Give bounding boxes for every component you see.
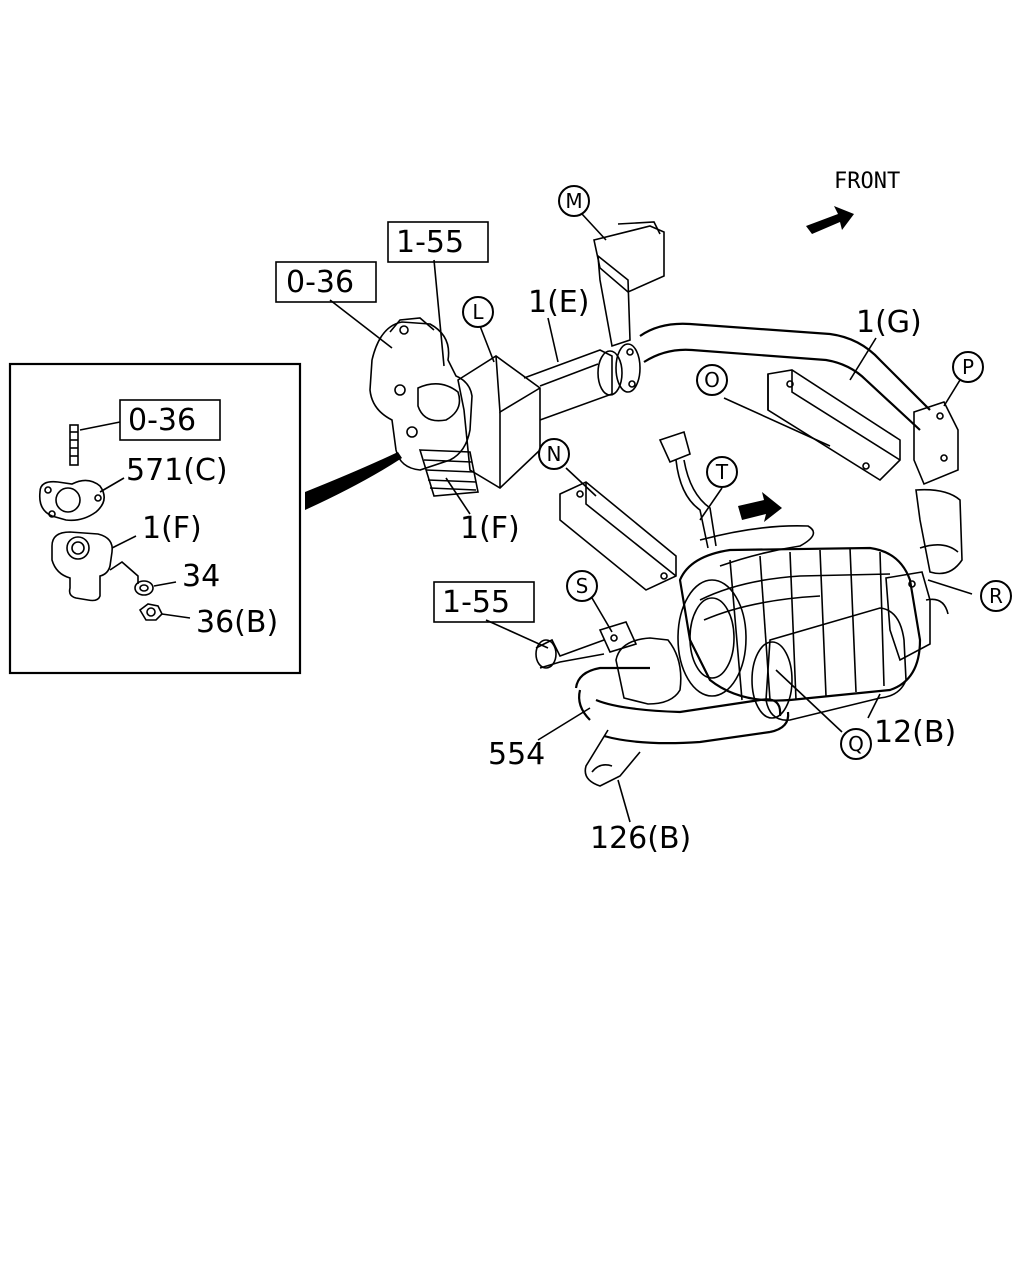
callout-m[interactable]: M	[558, 185, 590, 217]
callout-letter: S	[576, 574, 589, 598]
front-label: FRONT	[834, 169, 900, 194]
front-direction-indicator: FRONT	[806, 169, 900, 234]
ref-label: 1-55	[442, 585, 510, 620]
part-label-126b: 126(B)	[590, 821, 691, 856]
washer-part	[134, 580, 177, 596]
ref-box-1-55-bottom[interactable]: 1-55	[433, 581, 535, 623]
nut-part	[138, 603, 191, 621]
callout-letter: T	[715, 460, 729, 484]
leader-lines	[329, 213, 973, 823]
callout-letter: R	[989, 584, 1003, 608]
callout-o[interactable]: O	[696, 364, 728, 396]
ref-box-1-55-top[interactable]: 1-55	[387, 221, 489, 263]
part-label-571c: 571(C)	[126, 453, 228, 488]
callout-t[interactable]: T	[706, 456, 738, 488]
part-label-36b: 36(B)	[196, 605, 278, 640]
stud-bolt	[69, 421, 121, 466]
callout-r[interactable]: R	[980, 580, 1012, 612]
callout-letter: L	[472, 300, 484, 324]
flange-pipe-part	[51, 531, 139, 602]
part-label-554: 554	[488, 737, 545, 772]
callout-letter: P	[962, 355, 974, 379]
front-arrow-icon	[806, 206, 854, 234]
callout-s[interactable]: S	[566, 570, 598, 602]
part-label-34: 34	[182, 559, 220, 594]
ref-box-0-36-main[interactable]: 0-36	[275, 261, 377, 303]
detail-inset	[8, 362, 402, 675]
ref-label: 0-36	[128, 403, 196, 438]
part-label-12b: 12(B)	[874, 715, 956, 750]
flow-arrow-icon	[738, 492, 782, 522]
callout-letter: O	[704, 368, 720, 392]
part-label-1f-inset: 1(F)	[142, 511, 202, 546]
part-label-1e: 1(E)	[528, 285, 589, 320]
callout-letter: Q	[848, 732, 864, 756]
ref-box-0-36-inset[interactable]: 0-36	[119, 399, 221, 441]
callout-letter: N	[547, 442, 562, 466]
callout-n[interactable]: N	[538, 438, 570, 470]
callout-p[interactable]: P	[952, 351, 984, 383]
gasket-part	[38, 477, 125, 522]
ref-label: 0-36	[286, 265, 354, 300]
callout-letter: M	[565, 189, 582, 213]
ref-label: 1-55	[396, 225, 464, 260]
exhaust-assembly-drawing	[369, 221, 963, 787]
callout-q[interactable]: Q	[840, 728, 872, 760]
part-label-1g: 1(G)	[856, 305, 922, 340]
callout-l[interactable]: L	[462, 296, 494, 328]
part-label-1f-main: 1(F)	[460, 511, 520, 546]
